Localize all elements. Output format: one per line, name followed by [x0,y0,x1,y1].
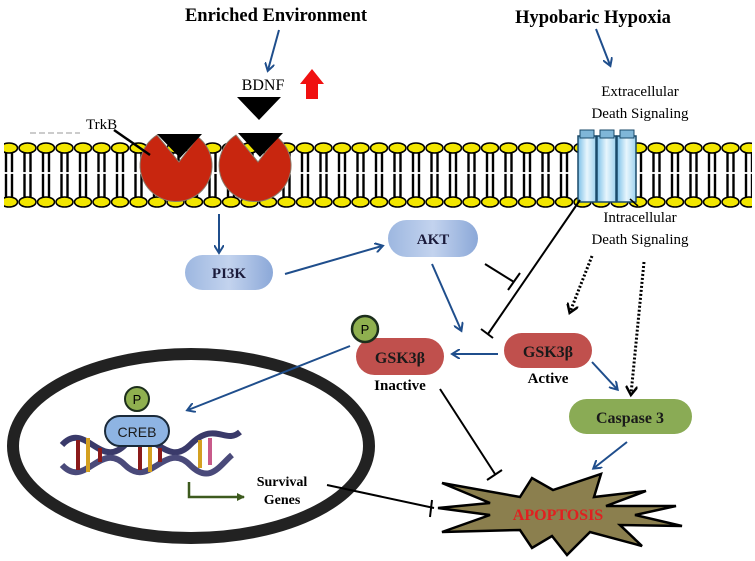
extracellular-label-line2: Death Signaling [591,106,689,122]
caspase3-node: Caspase 3 [569,399,692,434]
akt-node: AKT [388,220,478,257]
akt-to-gsk3b-arrow [431,263,461,330]
akt-label: AKT [417,232,450,248]
phospho-creb-label: P [133,392,142,407]
gsk3b-active-label: GSK3β [523,344,573,361]
phospho-gsk3b-label: P [361,322,370,337]
nucleus [7,348,375,544]
hypobaric-hypoxia-label: Hypobaric Hypoxia [515,8,671,28]
trkb-receptor-1 [139,134,213,203]
gsk3b-active-node: GSK3β Active [504,333,592,387]
pi3k-label: PI3K [212,266,247,282]
phospho-gsk3b: P [350,314,380,344]
pi3k-to-akt-arrow [284,246,382,275]
creb-node: CREB [104,415,170,447]
bdnf-up-arrow-icon [300,69,324,99]
bdnf-ligand-icon [237,97,281,120]
pi3k-node: PI3K [185,255,273,290]
trkb-label: TrkB [86,117,117,133]
creb-label: CREB [118,424,157,440]
cell-membrane [4,132,752,208]
gsk3b-inactive-label: GSK3β [375,350,425,367]
active-label: Active [528,371,569,387]
intracellular-label-line1: Intracellular [603,210,676,226]
gsk3b-to-caspase3-arrow [591,361,617,389]
bdnf-label: BDNF [242,77,285,94]
caspase3-to-apoptosis-arrow [594,441,628,468]
akt-inhibition [484,263,521,291]
intracellular-label-line2: Death Signaling [591,232,689,248]
survival-label-line2: Genes [264,493,301,508]
hh-to-death-signal-arrow [595,28,610,65]
apoptosis-burst: APOPTOSIS [437,472,683,557]
gsk3b-inactive-node: GSK3β Inactive [356,338,444,394]
apoptosis-label: APOPTOSIS [513,507,604,524]
dotted-arrow-to-caspase3 [631,261,646,394]
caspase3-label: Caspase 3 [596,410,664,427]
trkb-pointer-line [113,128,151,157]
death-receptor-channel [577,129,637,203]
survival-label-line1: Survival [257,475,308,490]
inactive-label: Inactive [374,378,426,394]
death-signal-inhibition [480,199,581,339]
gsk3b-inactive-inhibition [439,388,503,481]
extracellular-label-line1: Extracellular [601,84,678,100]
trkb-receptor-2 [218,133,292,203]
dotted-arrow-to-gsk3b-active [570,255,594,312]
gsk3b-to-creb-arrow [188,345,351,410]
transcription-arrow [187,482,245,501]
survival-inhibition [326,484,435,518]
phospho-creb: P [124,386,150,412]
enriched-environment-label: Enriched Environment [185,6,368,26]
ee-to-bdnf-arrow [268,29,280,70]
